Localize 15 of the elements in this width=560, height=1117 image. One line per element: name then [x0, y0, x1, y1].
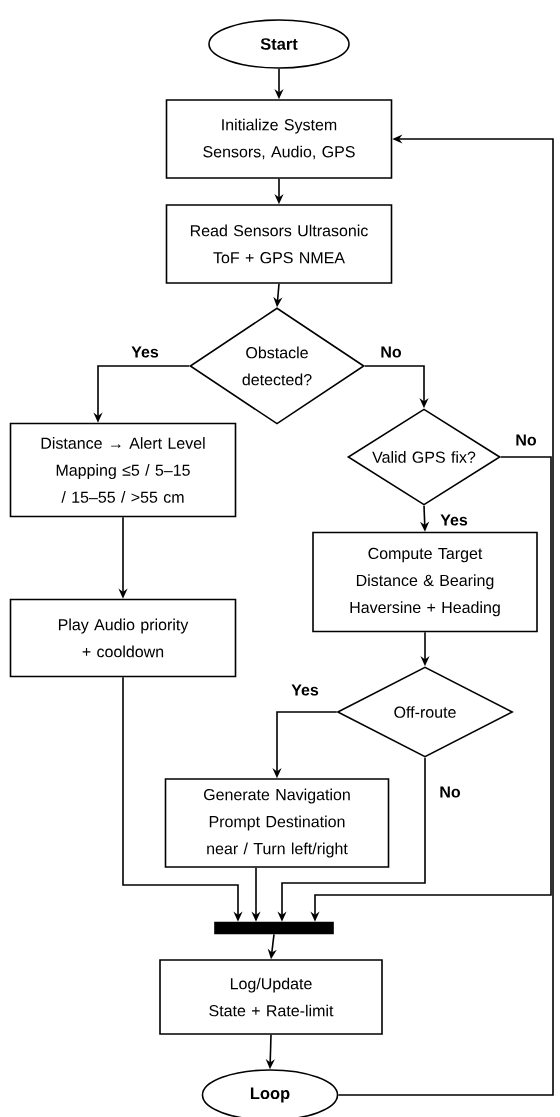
edge-label: No — [379, 345, 403, 359]
edge-label: No — [514, 433, 538, 447]
start-terminal: Start — [208, 19, 350, 69]
process-box: Distance → Alert Level Mapping ≤5 / 5–15 / 15–55 / >55 cm — [9, 422, 237, 518]
edge-label: Yes — [439, 513, 469, 527]
process-box: Read Sensors Ultrasonic ToF + GPS NMEA — [165, 204, 393, 284]
edge-label: Yes — [290, 683, 320, 697]
edge-label: Yes — [130, 345, 160, 359]
edge-label: No — [438, 785, 462, 799]
process-box: Log/Update State + Rate-limit — [159, 959, 383, 1035]
process-box: Generate Navigation Prompt Destination near / Turn left/right — [164, 778, 390, 868]
end-terminal: Loop — [201, 1069, 339, 1117]
process-box: Play Audio priority + cooldown — [9, 598, 237, 678]
process-box: Compute Target Distance & Bearing Haversine + Heading — [312, 531, 538, 633]
process-box: Initialize System Sensors, Audio, GPS — [165, 99, 393, 179]
